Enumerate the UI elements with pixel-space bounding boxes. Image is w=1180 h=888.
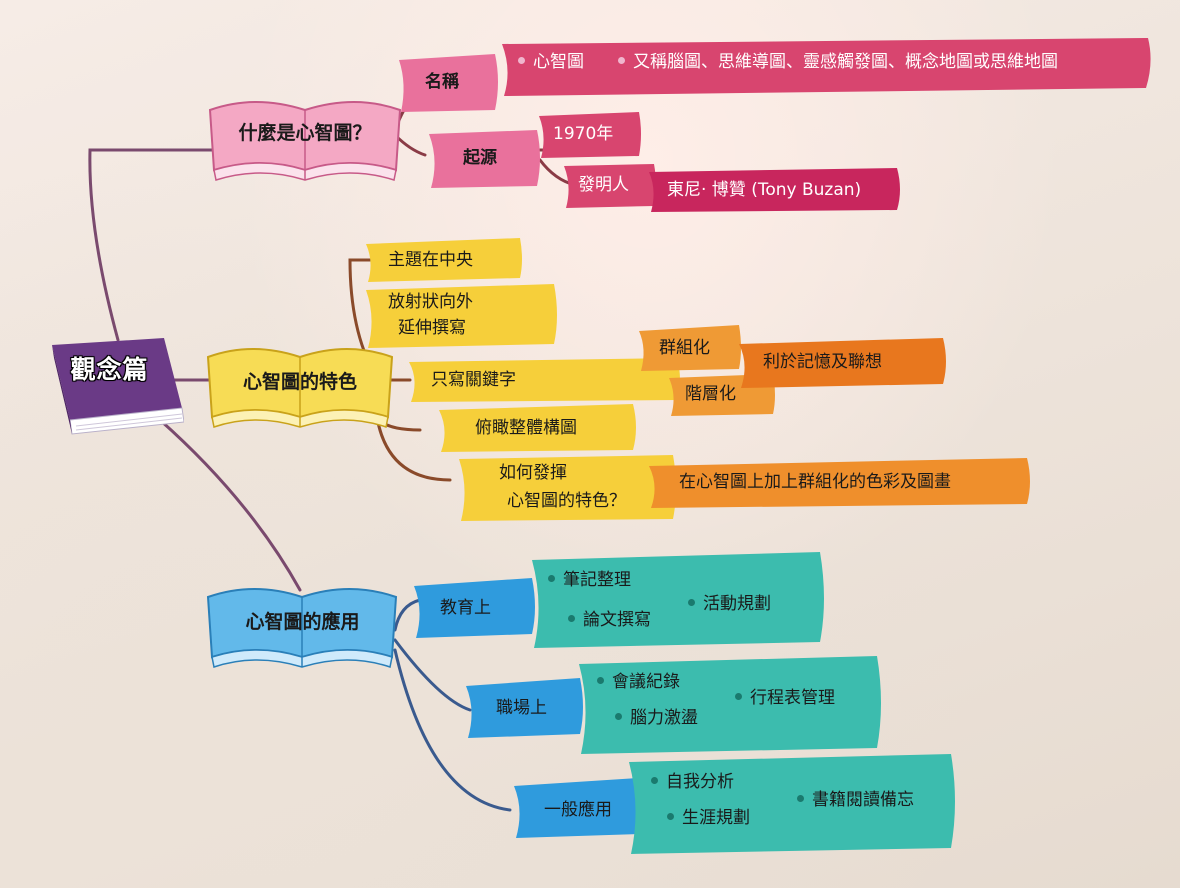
feature-2-line1: 放射狀向外 xyxy=(388,292,473,312)
branch-book-uses[interactable]: 心智圖的應用 xyxy=(200,575,405,675)
general-item-3: 書籍閱讀備忘 xyxy=(797,788,914,812)
center-title: 觀念篇 xyxy=(70,355,149,384)
name-item-1-text: 心智圖 xyxy=(533,52,584,72)
feature-1-text: 主題在中央 xyxy=(388,250,473,270)
group-text: 群組化 xyxy=(659,338,710,358)
benefit-text: 利於記憶及聯想 xyxy=(763,352,882,372)
bullet-icon xyxy=(518,56,525,64)
name-item-2-text: 又稱腦圖、思維導圖、靈感觸發圖、概念地圖或思維地圖 xyxy=(633,52,1058,72)
inventor-flag[interactable]: 發明人 xyxy=(560,162,660,210)
feature-flag-1[interactable]: 主題在中央 xyxy=(362,238,527,284)
origin-flag[interactable]: 起源 xyxy=(425,128,545,190)
bullet-icon xyxy=(568,614,575,622)
work-item-3: 行程表管理 xyxy=(735,686,835,710)
branch-book-what[interactable]: 什麼是心智圖？ xyxy=(200,88,410,188)
inventor-name-flag[interactable]: 東尼· 博贊 (Tony Buzan) xyxy=(645,168,905,214)
group-flag[interactable]: 群組化 xyxy=(635,325,745,373)
bullet-icon xyxy=(615,712,622,720)
inventor-name: 東尼· 博贊 (Tony Buzan) xyxy=(667,180,862,200)
work-flag[interactable]: 職場上 xyxy=(462,678,587,740)
features-title: 心智圖的特色 xyxy=(242,371,357,393)
bullet-icon xyxy=(688,598,695,606)
open-book-icon xyxy=(206,588,398,668)
general-item-2-text: 生涯規劃 xyxy=(682,808,750,828)
name-item-2: 又稱腦圖、思維導圖、靈感觸發圖、概念地圖或思維地圖 xyxy=(618,50,1058,74)
work-item-2: 腦力激盪 xyxy=(615,706,698,730)
work-item-1-text: 會議紀錄 xyxy=(612,672,680,692)
name-item-1: 心智圖 xyxy=(518,50,584,74)
bullet-icon xyxy=(597,676,604,684)
bullet-icon xyxy=(548,574,555,582)
center-book-icon xyxy=(52,338,184,435)
work-items-flag[interactable]: 會議紀錄 腦力激盪 行程表管理 xyxy=(575,656,885,756)
name-items-flag[interactable]: 心智圖 又稱腦圖、思維導圖、靈感觸發圖、概念地圖或思維地圖 xyxy=(500,38,1155,100)
general-item-2: 生涯規劃 xyxy=(667,806,750,830)
feature-2-line2: 延伸撰寫 xyxy=(398,318,466,338)
how-answer-flag[interactable]: 在心智圖上加上群組化的色彩及圖畫 xyxy=(645,458,1035,510)
education-item-1: 筆記整理 xyxy=(548,568,631,592)
education-item-2: 論文撰寫 xyxy=(568,608,651,632)
education-label: 教育上 xyxy=(440,598,491,618)
origin-label: 起源 xyxy=(463,148,497,168)
uses-title: 心智圖的應用 xyxy=(245,611,360,633)
general-items-flag[interactable]: 自我分析 生涯規劃 書籍閱讀備忘 xyxy=(625,754,960,856)
origin-year: 1970年 xyxy=(553,124,614,144)
open-book-icon xyxy=(208,101,402,181)
work-item-1: 會議紀錄 xyxy=(597,670,680,694)
bullet-icon xyxy=(735,692,742,700)
feature-4-text: 俯瞰整體構圖 xyxy=(475,418,577,438)
general-flag[interactable]: 一般應用 xyxy=(510,778,645,840)
name-flag[interactable]: 名稱 xyxy=(395,52,505,114)
branch-book-features[interactable]: 心智圖的特色 xyxy=(200,335,400,435)
work-item-3-text: 行程表管理 xyxy=(750,688,835,708)
feature-5-line2: 心智圖的特色？ xyxy=(507,491,626,511)
name-label: 名稱 xyxy=(425,72,459,92)
origin-year-flag[interactable]: 1970年 xyxy=(535,110,645,160)
education-item-3-text: 活動規劃 xyxy=(703,594,771,614)
bullet-icon xyxy=(797,794,804,802)
general-item-1: 自我分析 xyxy=(651,770,734,794)
benefit-flag[interactable]: 利於記憶及聯想 xyxy=(735,338,950,390)
what-title: 什麼是心智圖？ xyxy=(238,122,372,144)
bullet-icon xyxy=(618,56,625,64)
feature-flag-5[interactable]: 如何發揮 心智圖的特色？ xyxy=(455,455,680,523)
general-item-1-text: 自我分析 xyxy=(666,772,734,792)
feature-flag-3[interactable]: 只寫關鍵字 xyxy=(405,356,685,404)
general-item-3-text: 書籍閱讀備忘 xyxy=(812,790,914,810)
general-label: 一般應用 xyxy=(544,800,612,820)
work-item-2-text: 腦力激盪 xyxy=(630,708,698,728)
work-label: 職場上 xyxy=(496,698,547,718)
feature-flag-2[interactable]: 放射狀向外 延伸撰寫 xyxy=(362,284,562,350)
education-item-3: 活動規劃 xyxy=(688,592,771,616)
education-item-1-text: 筆記整理 xyxy=(563,570,631,590)
open-book-icon xyxy=(206,348,394,428)
how-answer-text: 在心智圖上加上群組化的色彩及圖畫 xyxy=(679,472,951,492)
bullet-icon xyxy=(651,776,658,784)
feature-flag-4[interactable]: 俯瞰整體構圖 xyxy=(435,404,640,454)
education-items-flag[interactable]: 筆記整理 論文撰寫 活動規劃 xyxy=(528,552,828,650)
feature-5-line1: 如何發揮 xyxy=(499,463,567,483)
bullet-icon xyxy=(667,812,674,820)
center-book: 觀念篇 xyxy=(44,330,184,435)
inventor-label: 發明人 xyxy=(578,175,629,195)
education-flag[interactable]: 教育上 xyxy=(410,578,540,640)
feature-3-text: 只寫關鍵字 xyxy=(431,370,516,390)
education-item-2-text: 論文撰寫 xyxy=(583,610,651,630)
layer-text: 階層化 xyxy=(685,384,736,404)
